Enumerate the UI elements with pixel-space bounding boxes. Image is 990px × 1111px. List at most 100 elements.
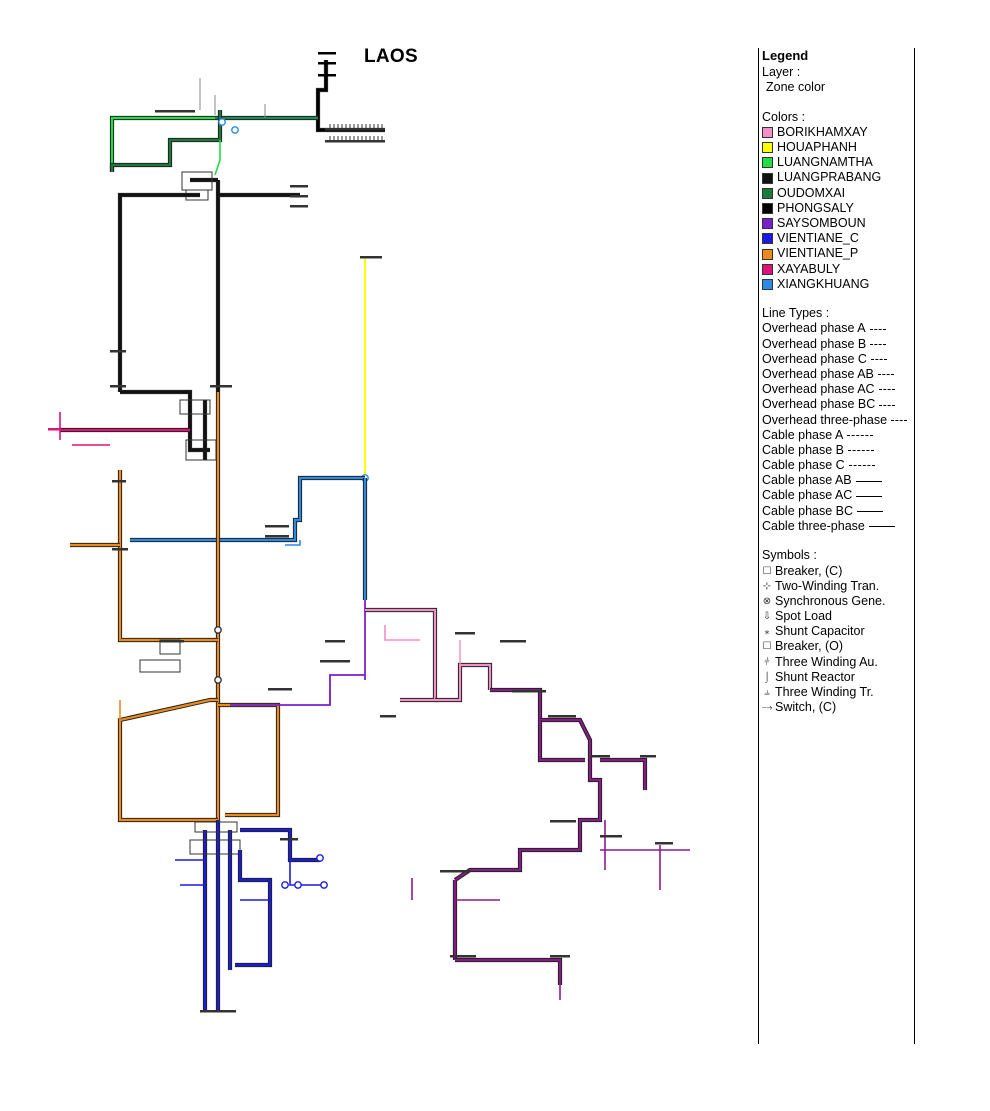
symbol-item: ⇩Spot Load <box>762 609 912 624</box>
line-type-item: Cable phase BC <box>762 504 912 519</box>
line-type-label: Cable phase A <box>762 427 844 442</box>
substation-block <box>139 659 181 673</box>
zone-label: SAYSOMBOUN <box>777 215 866 230</box>
layer-label: Layer : <box>762 64 801 79</box>
line-type-sample <box>870 359 887 361</box>
symbol-item: ⌡ Shunt Reactor <box>762 670 912 685</box>
line-type-sample <box>855 480 882 482</box>
line-type-item: Cable three-phase <box>762 519 912 534</box>
zone-label: LUANGNAMTHA <box>777 155 873 170</box>
zone-swatch <box>762 248 773 260</box>
zone-swatch <box>762 218 773 230</box>
line-type-sample <box>869 328 886 330</box>
feeder-line <box>214 140 221 176</box>
bus-bar <box>550 820 576 823</box>
feeder-line <box>538 720 585 762</box>
line-type-sample <box>891 419 908 421</box>
line-type-item: Cable phase C <box>762 458 912 473</box>
bus-bar <box>455 632 475 635</box>
shunt-reactor-icon: ⌡ <box>763 671 771 683</box>
bus-bar <box>210 385 232 388</box>
symbol-label: Shunt Reactor <box>775 669 855 684</box>
bus-bar <box>265 525 289 528</box>
symbol-list: ☐Breaker, (C)⊹Two-Winding Tran.⊗Synchron… <box>762 564 912 716</box>
zone-legend-item: PHONGSALY <box>762 201 912 216</box>
symbol-label: Three Winding Tr. <box>775 685 874 700</box>
zone-legend-item: BORIKHAMXAY <box>762 125 912 140</box>
bus-bar <box>268 688 292 691</box>
transformer-node <box>218 118 226 126</box>
line-type-item: Cable phase B <box>762 443 912 458</box>
colors-label: Colors : <box>762 109 806 124</box>
symbol-label: Three Winding Au. <box>775 654 878 669</box>
breaker-closed-icon: ☐ <box>762 565 772 577</box>
line-type-sample <box>878 389 895 391</box>
zone-swatch <box>762 127 773 139</box>
feeder-line <box>285 540 301 546</box>
line-type-sample <box>879 404 896 406</box>
zone-legend-item: SAYSOMBOUN <box>762 216 912 231</box>
bus-bar <box>512 690 546 693</box>
bus-bar <box>325 640 345 643</box>
feeder-line <box>455 958 562 985</box>
bus-bar <box>290 185 308 188</box>
legend-heading: Legend <box>762 48 809 63</box>
bus-bar <box>450 955 476 958</box>
line-type-item: Overhead phase C <box>762 352 912 367</box>
line-type-sample <box>868 526 895 528</box>
feeder-line <box>600 758 647 790</box>
symbol-item: ⫨Three Winding Tr. <box>762 685 912 700</box>
feeder-line <box>435 663 492 702</box>
bus-bar <box>290 195 308 198</box>
bus-bar <box>320 660 350 663</box>
shunt-capacitor-icon: ⁎ <box>764 626 770 638</box>
feeder-line <box>384 625 420 641</box>
line-type-item: Overhead phase BC <box>762 397 912 413</box>
transformer-node <box>231 126 239 134</box>
bus-bar <box>155 110 195 113</box>
bus-bar <box>290 205 308 208</box>
bus-bar <box>440 870 470 873</box>
legend-right-border <box>914 48 915 1044</box>
line-type-item: Cable phase AB <box>762 473 912 488</box>
spot-load-icon: ⇩ <box>762 611 772 623</box>
feeder-line-outline <box>130 475 365 543</box>
feeder-line-outline <box>453 717 603 882</box>
bus-bar <box>265 535 289 538</box>
line-type-label: Cable phase B <box>762 442 845 457</box>
zone-legend-item: LUANGNAMTHA <box>762 155 912 170</box>
feeder-line <box>289 860 325 886</box>
zone-swatch <box>762 157 773 169</box>
bus-bar <box>112 548 128 551</box>
line-type-label: Overhead phase B <box>762 336 867 351</box>
transformer-node <box>294 881 302 889</box>
zone-legend-item: OUDOMXAI <box>762 186 912 201</box>
layer-value: Zone color <box>766 80 826 94</box>
switch-closed-icon: ⤍ <box>762 702 773 714</box>
bus-bar <box>112 480 126 483</box>
line-type-label: Cable phase AC <box>762 488 853 503</box>
page-title: LAOS <box>364 46 418 67</box>
bus-bar <box>500 640 526 643</box>
zone-label: XAYABULY <box>777 261 841 276</box>
bus-bar <box>200 1010 236 1013</box>
feeder-line <box>110 110 222 172</box>
legend-left-border <box>758 48 759 1044</box>
line-type-item: Cable phase AC <box>762 488 912 504</box>
bus-bar <box>550 955 570 958</box>
line-type-sample <box>856 495 883 497</box>
symbol-item: ⁎Shunt Capacitor <box>762 624 912 639</box>
bus-bar <box>110 385 126 388</box>
bus-bar <box>360 256 382 259</box>
zone-swatch <box>762 142 773 154</box>
line-type-item: Overhead phase AC <box>762 382 912 397</box>
legend-panel: Legend Layer : Zone color Colors : BORIK… <box>762 48 912 716</box>
bus-bar <box>325 128 385 131</box>
substation-block <box>189 839 241 855</box>
line-type-item: Cable phase A <box>762 428 912 443</box>
feeder-line <box>230 674 365 706</box>
feeder-line-outline <box>218 702 281 818</box>
zone-legend-item: LUANGPRABANG <box>762 170 912 186</box>
feeder-line <box>365 608 437 702</box>
line-type-sample <box>848 450 875 452</box>
